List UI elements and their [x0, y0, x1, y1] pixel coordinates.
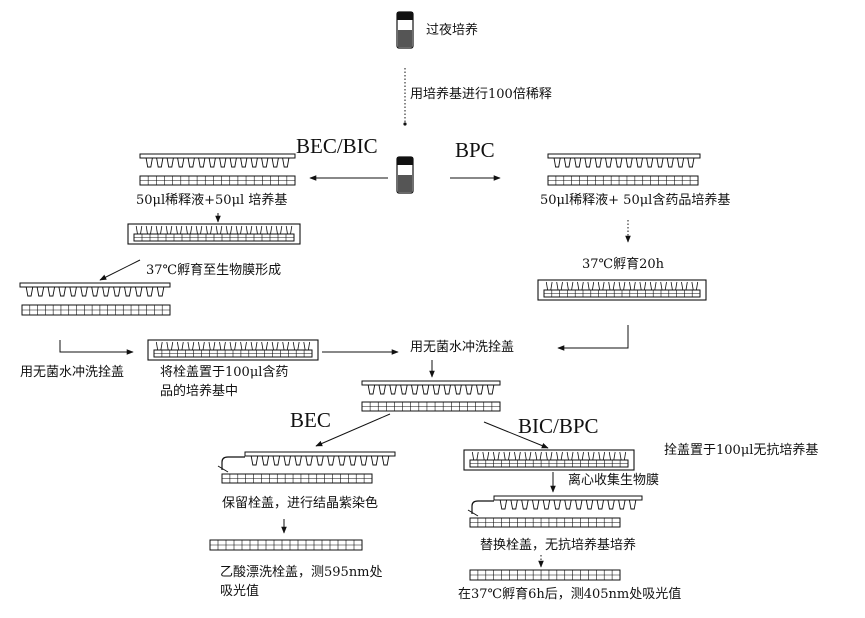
center-rinse-label: 用无菌水冲洗拴盖	[410, 340, 515, 355]
bic-bpc-title: BIC/BPC	[518, 414, 599, 438]
arrow-to-bec	[315, 413, 391, 447]
right-rinse-arrow	[557, 325, 629, 351]
right-incubate-label: 37℃孵育20h	[582, 257, 664, 272]
left-peg-lid	[139, 153, 296, 168]
bic-read-plate	[469, 569, 621, 581]
bec-peg-lid	[244, 451, 396, 466]
bpc-branch-label: BPC	[455, 138, 495, 162]
center-microplate	[361, 401, 501, 412]
dilution-label: 用培养基进行100倍稀释	[410, 87, 552, 102]
center-peg-lid	[361, 380, 501, 395]
bec-read-plate	[209, 539, 363, 551]
bic-replace-label: 替换栓盖，无抗培养基培养	[480, 538, 637, 553]
bic-peg-lid	[493, 495, 643, 510]
culture-tube-icon	[396, 11, 414, 49]
bec-title: BEC	[290, 408, 331, 432]
left-biofilm-peg-lid	[19, 282, 171, 297]
left-incubate-arrow	[99, 259, 141, 281]
overnight-culture-label: 过夜培养	[426, 23, 479, 38]
left-rinse-label: 用无菌水冲洗拴盖	[20, 365, 125, 380]
left-incubate-label: 37℃孵育至生物膜形成	[146, 263, 282, 278]
right-incubation-assembly	[537, 279, 707, 301]
bec-stain-label: 保留栓盖，进行结晶紫染色	[222, 496, 379, 511]
left-biofilm-plate	[21, 304, 171, 316]
bec-measure-line1: 乙酸漂洗栓盖，测595nm处	[220, 565, 383, 580]
right-mix-label: 50μl稀释液+ 50μl含药品培养基	[540, 193, 731, 208]
right-microplate	[547, 175, 699, 186]
bec-measure-line2: 吸光值	[220, 584, 260, 599]
transfer-label-line2: 品的培养基中	[160, 384, 239, 399]
bec-stain-plate	[221, 473, 373, 484]
bic-place-label: 拴盖置于100μl无抗培养基	[664, 443, 819, 458]
transfer-label-line1: 将栓盖置于100μl含药	[160, 365, 289, 380]
left-rinse-arrow	[59, 340, 134, 355]
left-incubation-assembly	[127, 223, 301, 245]
left-microplate	[139, 175, 296, 186]
right-peg-lid	[547, 153, 701, 168]
bic-centrifuge-label: 离心收集生物膜	[568, 473, 660, 488]
left-mix-label: 50μl稀释液+50μl 培养基	[136, 193, 288, 208]
drug-plate-assembly	[147, 339, 319, 361]
bic-measure-label: 在37℃孵育6h后，测405nm处吸光值	[458, 587, 682, 602]
diluted-tube-icon	[396, 156, 414, 194]
bic-culture-plate	[469, 517, 621, 528]
arrow-to-bic	[483, 421, 549, 449]
bic-recovery-assembly	[463, 449, 635, 471]
bec-bic-branch-label: BEC/BIC	[296, 134, 378, 158]
bic-replaced-lid	[467, 500, 494, 517]
bec-retained-lid	[217, 456, 245, 473]
